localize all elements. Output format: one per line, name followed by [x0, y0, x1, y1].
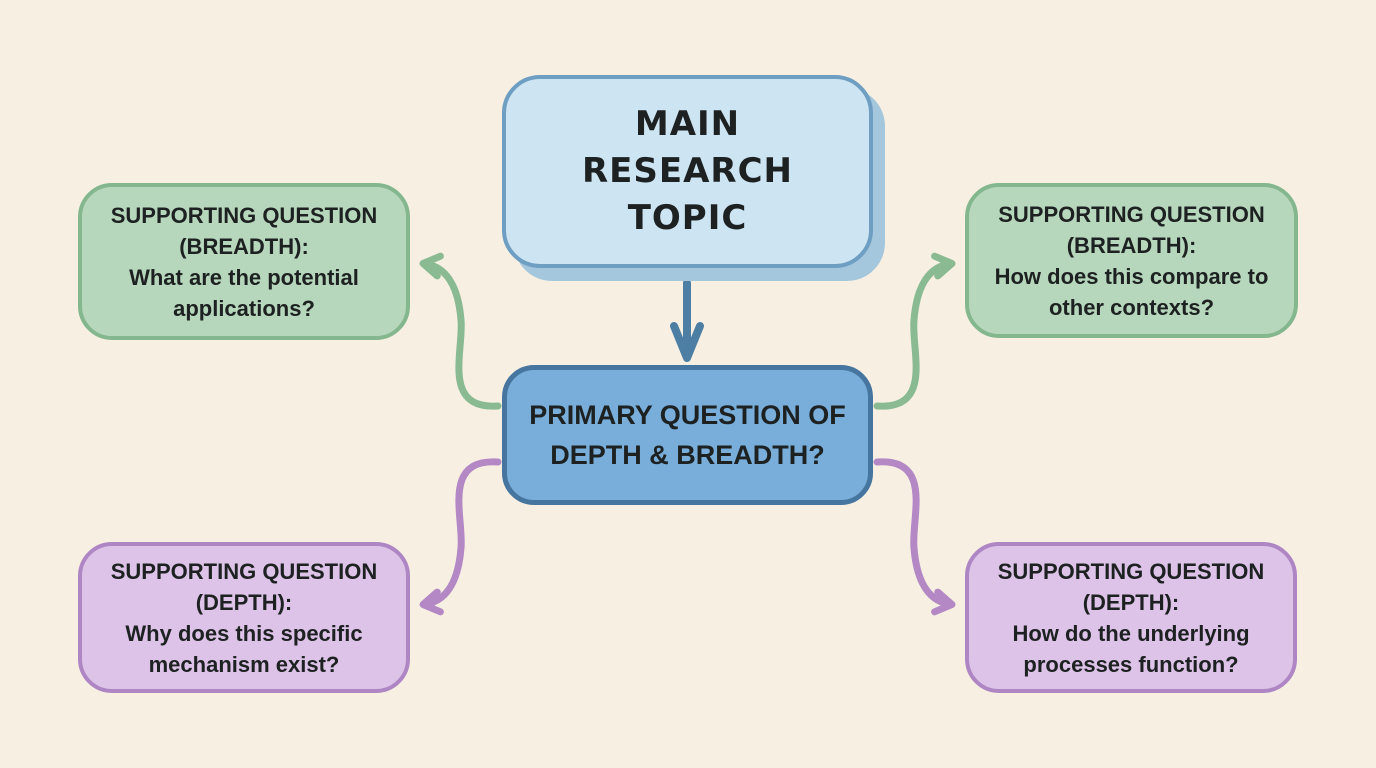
support-question: Why does this specific mechanism exist?	[125, 620, 363, 677]
edge-primary-to-breadth-left	[419, 252, 502, 410]
node-text: SUPPORTING QUESTION (BREADTH): How does …	[983, 199, 1280, 323]
support-question: What are the potential applications?	[129, 264, 359, 321]
node-supporting-breadth-left[interactable]: SUPPORTING QUESTION (BREADTH): What are …	[78, 183, 410, 340]
support-heading: SUPPORTING QUESTION	[110, 558, 378, 584]
support-question: How does this compare to other contexts?	[994, 263, 1269, 320]
node-main-topic[interactable]: MAIN RESEARCH TOPIC	[502, 75, 873, 268]
node-primary-question[interactable]: PRIMARY QUESTION OF DEPTH & BREADTH?	[502, 365, 873, 505]
node-text: SUPPORTING QUESTION (BREADTH): What are …	[96, 200, 392, 324]
edge-primary-to-depth-right	[873, 458, 956, 616]
support-qualifier: (DEPTH):	[195, 589, 293, 615]
primary-question-title: PRIMARY QUESTION OF DEPTH & BREADTH?	[529, 400, 846, 470]
node-supporting-breadth-right[interactable]: SUPPORTING QUESTION (BREADTH): How does …	[965, 183, 1298, 338]
main-topic-title: MAIN RESEARCH TOPIC	[581, 104, 794, 238]
edge-primary-to-depth-left	[419, 458, 502, 616]
support-qualifier: (BREADTH):	[1066, 232, 1197, 258]
support-qualifier: (BREADTH):	[179, 233, 309, 259]
support-heading: SUPPORTING QUESTION	[997, 558, 1265, 584]
node-text: SUPPORTING QUESTION (DEPTH): How do the …	[983, 556, 1279, 680]
node-supporting-depth-left[interactable]: SUPPORTING QUESTION (DEPTH): Why does th…	[78, 542, 410, 693]
node-text: SUPPORTING QUESTION (DEPTH): Why does th…	[96, 556, 392, 680]
support-heading: SUPPORTING QUESTION	[110, 202, 378, 228]
node-supporting-depth-right[interactable]: SUPPORTING QUESTION (DEPTH): How do the …	[965, 542, 1297, 693]
support-question: How do the underlying processes function…	[1012, 620, 1250, 677]
support-qualifier: (DEPTH):	[1082, 589, 1180, 615]
edge-primary-to-breadth-right	[873, 252, 956, 410]
support-heading: SUPPORTING QUESTION	[998, 201, 1265, 227]
